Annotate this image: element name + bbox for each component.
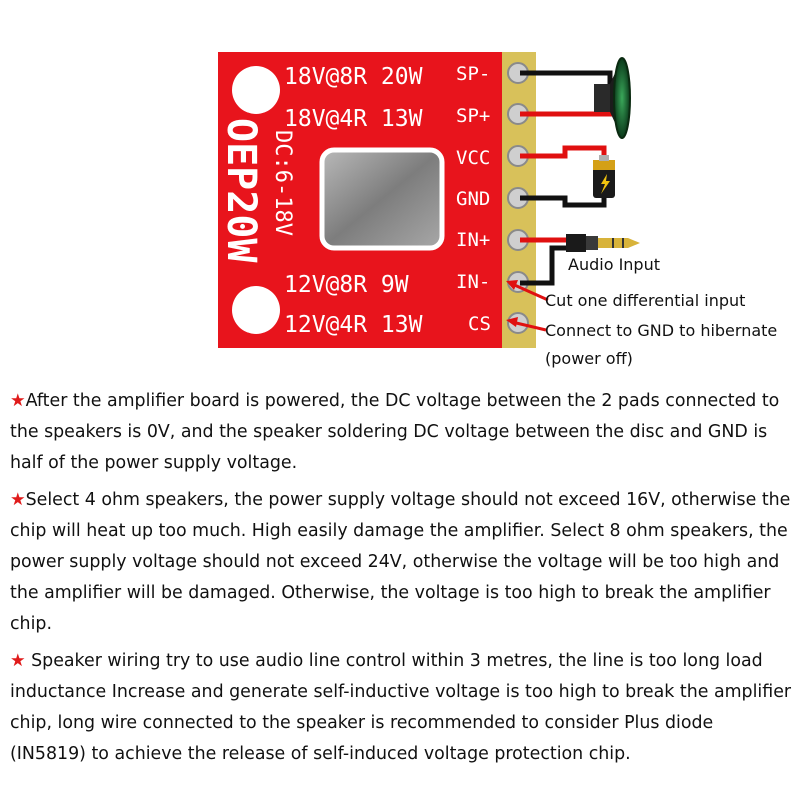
pin-label-in-plus: IN+ <box>456 229 490 251</box>
note-item: ★Select 4 ohm speakers, the power supply… <box>10 485 794 640</box>
pin-label-vcc: VCC <box>456 147 490 169</box>
arrow-icon <box>506 317 547 332</box>
star-icon: ★ <box>10 490 26 510</box>
chip-pad <box>319 147 445 251</box>
battery-icon <box>593 155 615 198</box>
star-icon: ★ <box>10 391 26 411</box>
label-connect-gnd: Connect to GND to hibernate <box>545 321 777 340</box>
wiring-diagram: OEP20W DC:6-18V 18V@8R 20W 18V@4R 13W 12… <box>218 52 777 368</box>
board-dc-range: DC:6-18V <box>270 130 295 236</box>
spec-row: 18V@4R 13W <box>284 106 423 132</box>
spec-row: 18V@8R 20W <box>284 64 423 90</box>
label-cut-input: Cut one differential input <box>545 291 745 310</box>
spec-row: 12V@4R 13W <box>284 312 423 338</box>
note-text: Speaker wiring try to use audio line con… <box>10 651 792 764</box>
spec-row: 12V@8R 9W <box>284 272 409 298</box>
pin-label-cs: CS <box>468 313 491 335</box>
note-item: ★ Speaker wiring try to use audio line c… <box>10 646 794 770</box>
pin-label-sp-minus: SP- <box>456 63 490 85</box>
pin-label-gnd: GND <box>456 188 490 210</box>
star-icon: ★ <box>10 651 26 671</box>
label-audio-input: Audio Input <box>568 255 660 274</box>
note-text: Select 4 ohm speakers, the power supply … <box>10 490 791 634</box>
label-power-off: (power off) <box>545 349 633 368</box>
wire-in-ground <box>520 245 568 286</box>
wire-gnd <box>520 195 607 208</box>
audio-jack-icon <box>566 234 640 252</box>
board-model: OEP20W <box>218 118 264 263</box>
pin-label-sp-plus: SP+ <box>456 105 490 127</box>
mounting-hole-top <box>232 66 280 114</box>
speaker-icon <box>594 57 631 139</box>
note-item: ★After the amplifier board is powered, t… <box>10 386 794 479</box>
wire-vcc <box>520 145 607 160</box>
notes-section: ★After the amplifier board is powered, t… <box>10 386 794 776</box>
mounting-hole-bottom <box>232 286 280 334</box>
arrow-icon <box>506 280 549 302</box>
pin-label-in-minus: IN- <box>456 271 490 293</box>
note-text: After the amplifier board is powered, th… <box>10 391 780 473</box>
